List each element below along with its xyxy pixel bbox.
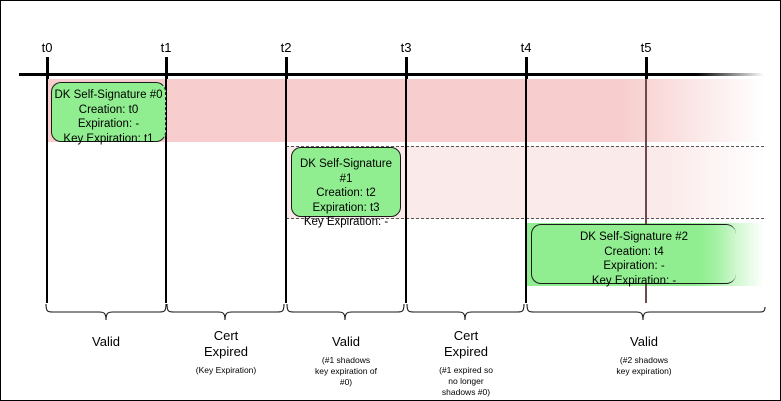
guide-line-t2 <box>285 73 287 303</box>
brace-period-4 <box>526 303 766 321</box>
period-3-sub: (#1 expired so no longer shadows #0) <box>439 365 493 397</box>
signature-2-creation: Creation: t4 <box>604 245 664 258</box>
signature-0-key-expiration: Key Expiration: t1 <box>63 132 154 145</box>
tick-mark-t0 <box>46 57 49 79</box>
signature-1-key-expiration: Key Expiration: - <box>303 216 389 228</box>
signature-1-creation: Creation: t2 <box>316 187 376 199</box>
brace-period-1 <box>166 303 285 321</box>
period-2-sub: (#1 shadows key expiration of #0) <box>315 355 377 387</box>
tick-label-t5: t5 <box>640 40 652 55</box>
period-0-main: Valid <box>92 334 120 349</box>
period-1-sub: (Key Expiration) <box>195 365 257 375</box>
signature-box-1[interactable]: DK Self-Signature #1 Creation: t2 Expira… <box>291 147 401 228</box>
brace-period-2 <box>286 303 405 321</box>
guide-line-t4 <box>525 73 527 303</box>
signature-box-0[interactable]: DK Self-Signature #0 Creation: t0 Expira… <box>51 82 166 145</box>
period-4-sub: (#2 shadows key expiration) <box>616 355 672 376</box>
period-4-main: Valid <box>630 334 658 349</box>
guide-line-t3 <box>405 73 407 303</box>
guide-line-t0 <box>46 73 48 303</box>
period-2-main: Valid <box>332 334 360 349</box>
tick-label-t2: t2 <box>280 40 292 55</box>
period-label-1: Cert Expired (Key Expiration) <box>151 328 301 376</box>
period-label-3: Cert Expired (#1 expired so no longer sh… <box>391 328 541 398</box>
timeline-axis <box>19 73 764 76</box>
signature-0-title: DK Self-Signature #0 <box>54 89 163 101</box>
signature-2-key-expiration: Key Expiration: - <box>591 274 677 287</box>
guide-line-t1 <box>165 73 167 303</box>
signature-1-expiration: Expiration: t3 <box>312 201 380 214</box>
tick-mark-t1 <box>165 57 168 79</box>
period-label-2: Valid (#1 shadows key expiration of #0) <box>271 334 421 388</box>
brace-period-3 <box>406 303 525 321</box>
period-label-0: Valid <box>31 334 181 355</box>
tick-mark-t2 <box>285 57 288 79</box>
period-3-main: Cert Expired <box>443 328 489 359</box>
signature-0-creation: Creation: t0 <box>78 103 139 116</box>
tick-label-t0: t0 <box>41 40 53 55</box>
brace-period-0 <box>45 303 167 321</box>
tick-mark-t4 <box>525 57 528 79</box>
signature-2-title: DK Self-Signature #2 <box>579 231 689 243</box>
signature-0-expiration: Expiration: - <box>77 118 140 130</box>
signature-1-title: DK Self-Signature #1 <box>299 158 393 185</box>
tick-label-t3: t3 <box>400 40 412 55</box>
tick-mark-t5 <box>645 57 648 79</box>
signature-box-2[interactable]: DK Self-Signature #2 Creation: t4 Expira… <box>531 224 736 287</box>
period-1-main: Cert Expired <box>203 328 249 359</box>
tick-label-t4: t4 <box>520 40 532 55</box>
tick-mark-t3 <box>405 57 408 79</box>
guide-line-t5 <box>645 73 647 303</box>
tick-label-t1: t1 <box>160 40 172 55</box>
period-label-4: Valid (#2 shadows key expiration) <box>554 334 734 377</box>
signature-2-expiration: Expiration: - <box>603 260 665 272</box>
